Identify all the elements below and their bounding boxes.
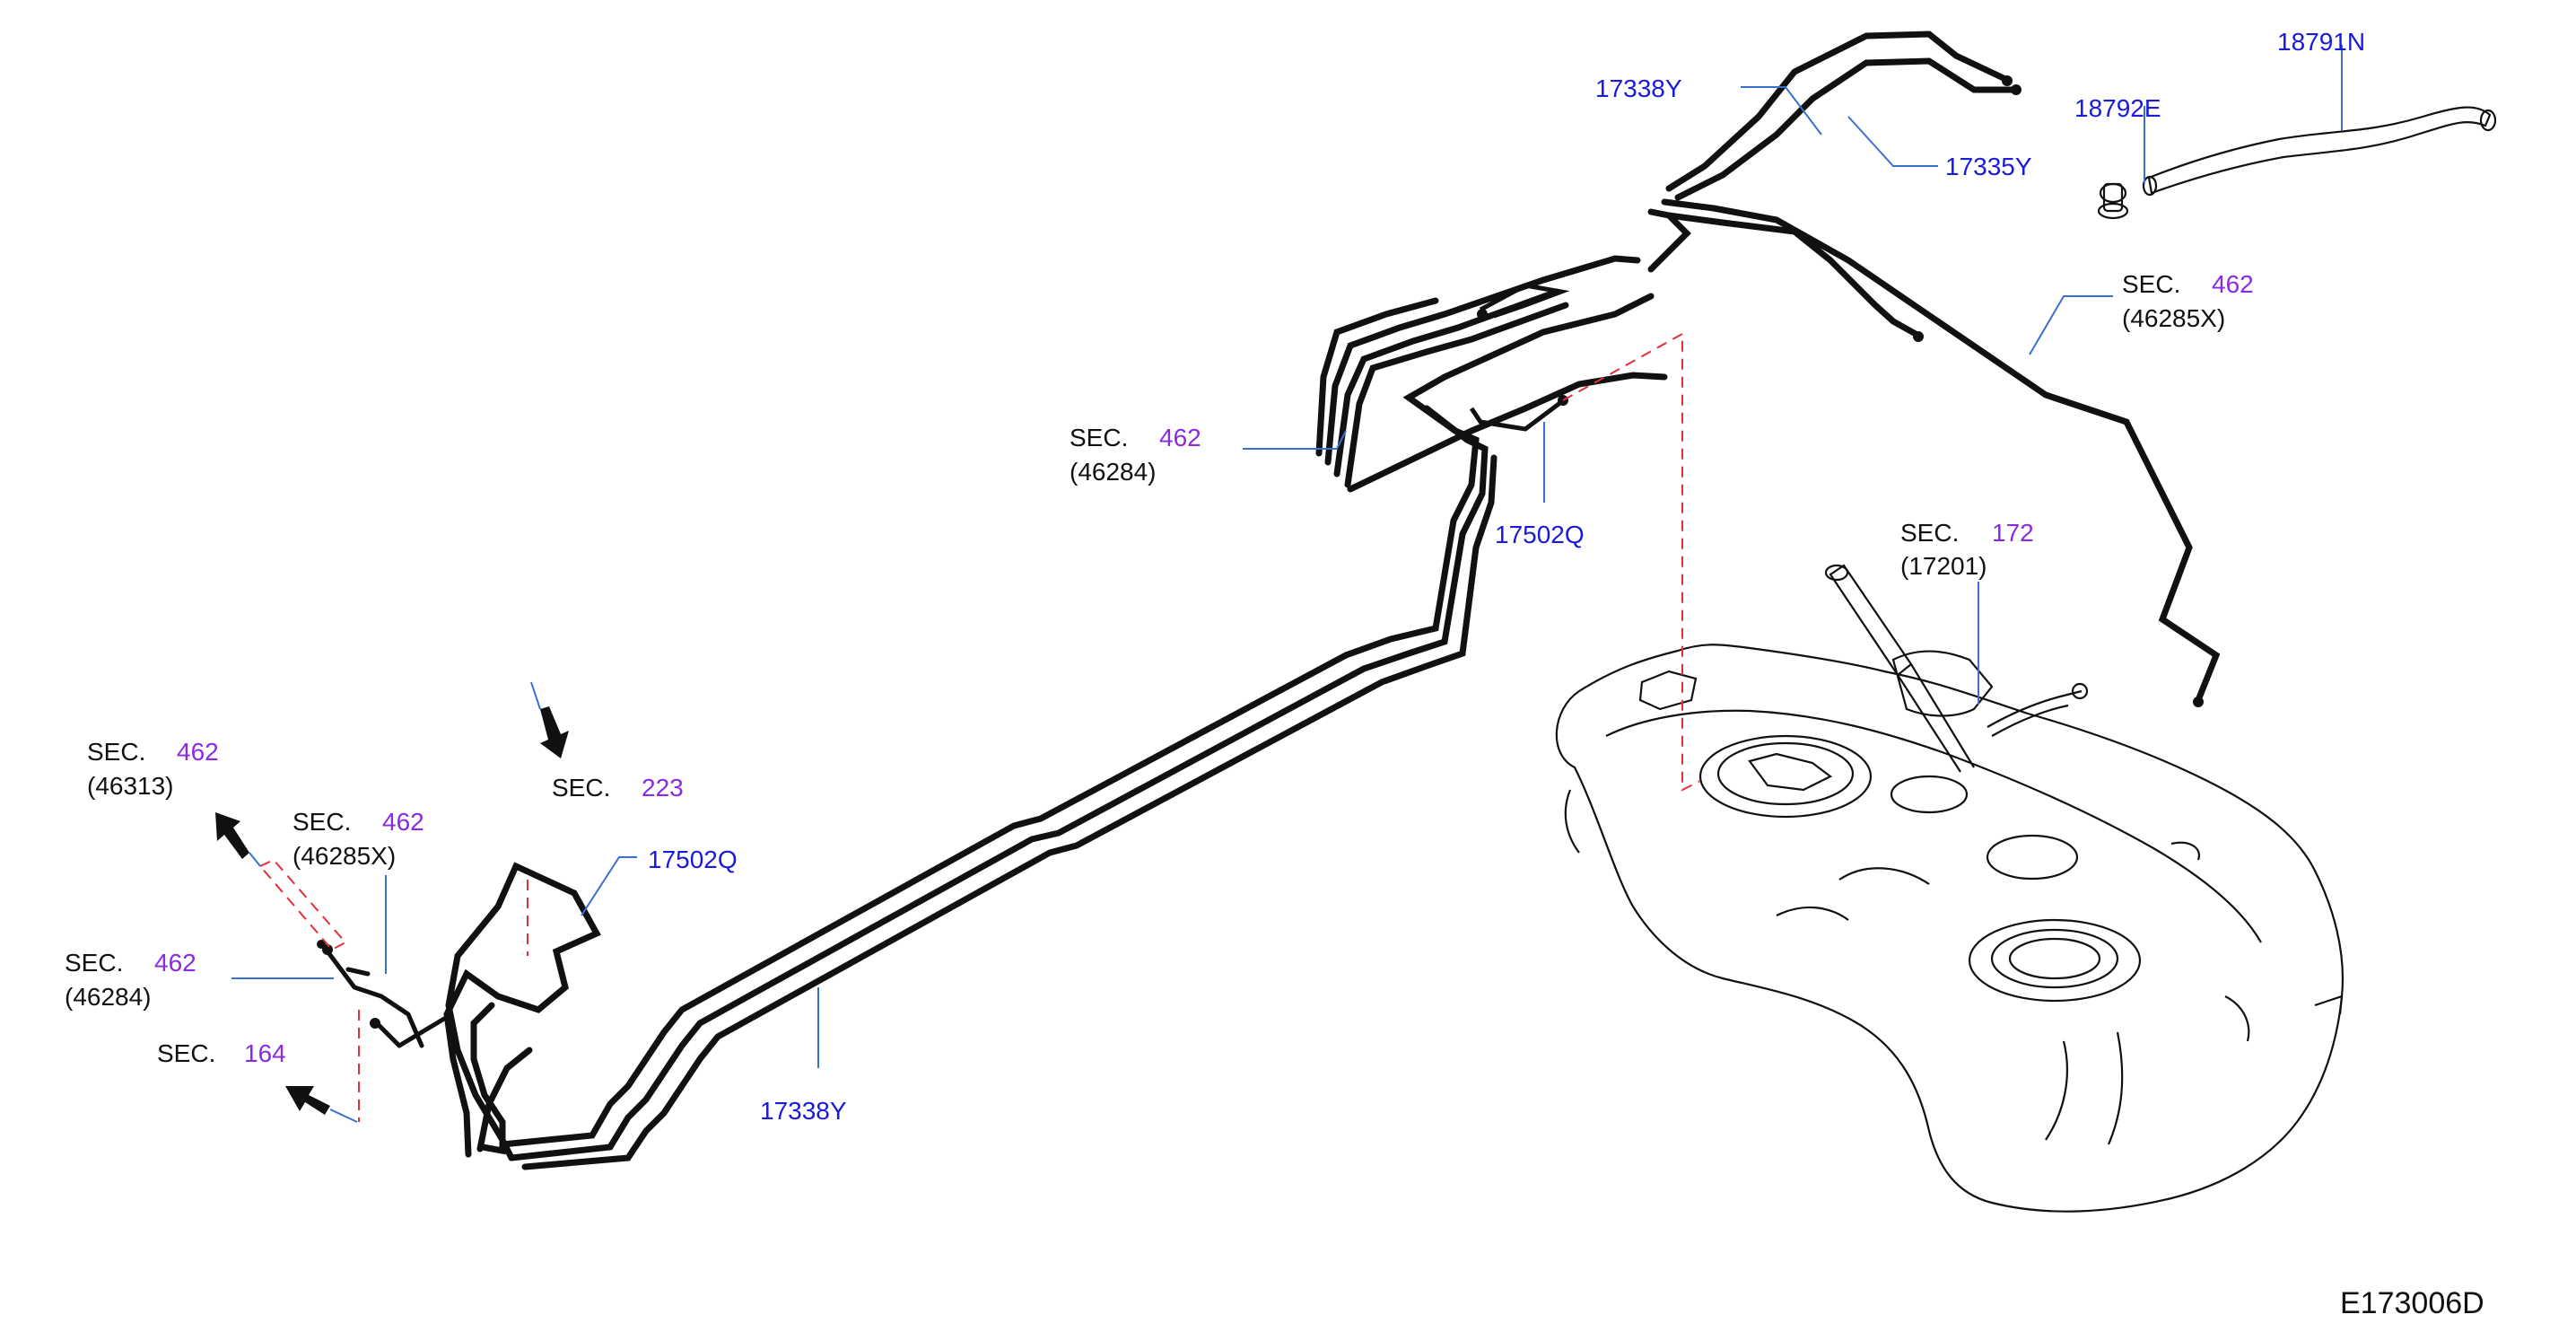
sec-num-462-46284-left: 462 [154, 949, 196, 977]
pipe-clamp [1477, 283, 1570, 320]
pipe-17338y-17335y-top [1647, 31, 2022, 273]
sec-num-164: 164 [244, 1039, 286, 1067]
part-label-18792e: 18792E [2074, 94, 2161, 122]
part-label-17338y-bottom: 17338Y [760, 1097, 847, 1125]
reference-dashed-lines [258, 332, 1701, 1122]
sec-code-46284-left: (46284) [65, 983, 152, 1011]
sec-code-46313: (46313) [87, 772, 174, 800]
sec-code-46284-mid: (46284) [1070, 458, 1157, 486]
sec-label-462-mid: SEC. [1070, 424, 1128, 451]
clip-18792e [2097, 182, 2129, 220]
sec-num-172: 172 [1992, 519, 2034, 547]
arrow-sec462-46313-icon [215, 812, 249, 859]
figure-id: E173006D [2340, 1286, 2484, 1320]
direction-arrows [215, 681, 569, 1123]
sec-code-17201: (17201) [1900, 552, 1987, 580]
part-label-17335y: 17335Y [1945, 153, 2032, 180]
sec-num-462-46313: 462 [177, 738, 219, 766]
sec-label-172: SEC. [1900, 519, 1959, 547]
sec-num-223: 223 [642, 774, 684, 802]
part-label-17502q-left: 17502Q [648, 846, 738, 873]
sec-label-462-right: SEC. [2122, 270, 2180, 298]
hose-18791n [2142, 106, 2497, 197]
sec-num-462-46285x-left: 462 [382, 808, 424, 836]
leader-lines [231, 45, 2343, 1068]
sec-code-46285x-right: (46285X) [2122, 304, 2225, 332]
sec-label-223: SEC. [552, 774, 610, 802]
main-fuel-pipe-bundle [443, 255, 1668, 1170]
arrow-sec164-icon [285, 1086, 330, 1115]
part-label-17338y-top: 17338Y [1595, 74, 1682, 102]
sec-label-462-46284-left: SEC. [65, 949, 123, 977]
sec-num-462-right: 462 [2212, 270, 2254, 298]
sec-label-462-46313: SEC. [87, 738, 145, 766]
part-label-18791n: 18791N [2277, 28, 2365, 56]
sec-num-462-mid: 462 [1159, 424, 1201, 451]
arrow-sec223-icon [540, 706, 569, 758]
sec-label-462-46285x-left: SEC. [293, 808, 351, 836]
sec-label-164: SEC. [157, 1039, 215, 1067]
pipe-46285x-right [1661, 198, 2221, 707]
labels: 17338Y 17335Y 18792E 18791N SEC. 462 (46… [65, 28, 2484, 1320]
fuel-tank [1555, 564, 2345, 1213]
part-label-17502q-mid: 17502Q [1495, 521, 1585, 548]
left-branch-pipes [317, 940, 447, 1048]
sec-code-46285x-left: (46285X) [293, 842, 396, 870]
